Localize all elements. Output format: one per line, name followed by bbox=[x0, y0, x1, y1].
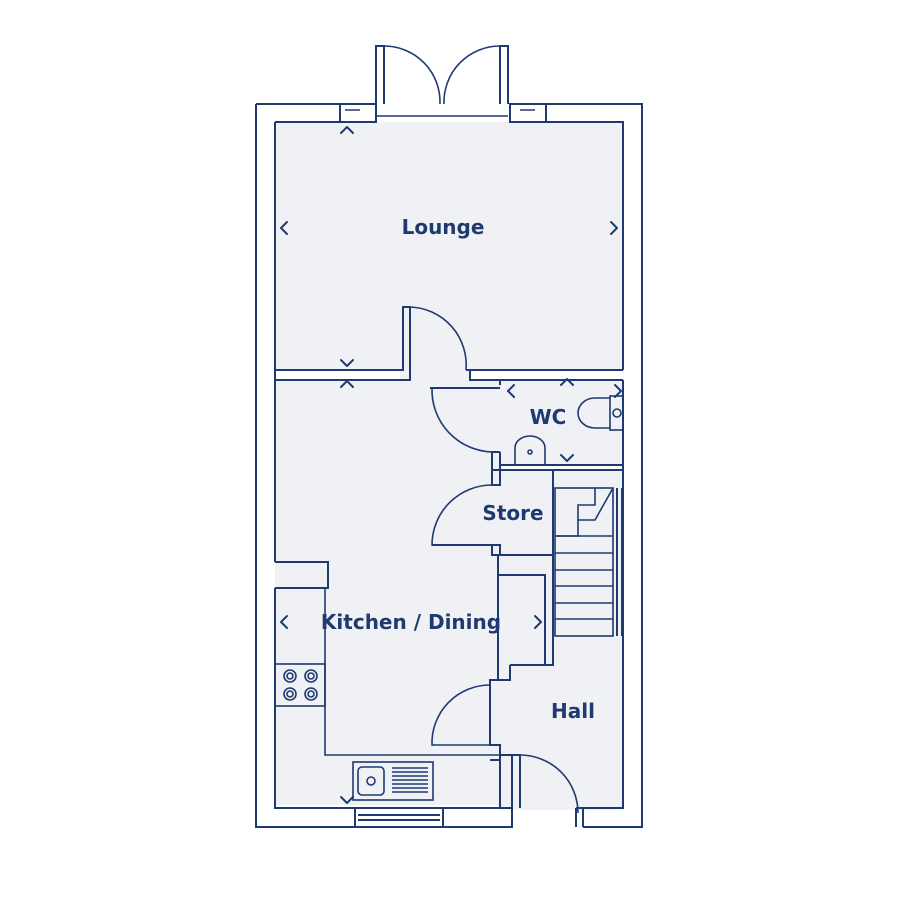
kitchen-floor bbox=[275, 380, 500, 805]
front-window bbox=[354, 807, 444, 828]
hob-ring-1 bbox=[283, 669, 297, 683]
stair-outline bbox=[554, 487, 614, 637]
lounge-door-gap-floor bbox=[400, 365, 470, 385]
hob-ring-3b bbox=[286, 690, 294, 698]
hob-ring-3 bbox=[283, 687, 297, 701]
wc-floor bbox=[500, 380, 623, 465]
hob-ring-4b bbox=[307, 690, 315, 698]
floor-areas bbox=[275, 122, 623, 810]
hall-side-wall bbox=[545, 555, 554, 666]
marker-lounge-bottom bbox=[340, 359, 354, 367]
marker-lounge-right bbox=[610, 221, 618, 235]
lounge-floor bbox=[275, 122, 623, 370]
marker-wc-left bbox=[507, 384, 515, 398]
room-label-wc: WC bbox=[529, 405, 567, 429]
outer-walls bbox=[255, 103, 643, 828]
patio-swing-right bbox=[443, 45, 501, 105]
hob-ring-2b bbox=[307, 672, 315, 680]
marker-lounge-top bbox=[340, 126, 354, 134]
partition-left bbox=[275, 306, 411, 381]
wc-toilet-flush bbox=[612, 408, 622, 418]
patio-doors bbox=[339, 45, 547, 123]
wc-room bbox=[430, 380, 624, 471]
room-label-kitchen-dining: Kitchen / Dining bbox=[320, 610, 502, 634]
sink-outer bbox=[352, 761, 434, 801]
partition-right bbox=[466, 369, 623, 381]
marker-kitchen-top bbox=[340, 380, 354, 388]
kitchen-door-swing bbox=[431, 684, 491, 746]
patio-post-right bbox=[509, 103, 547, 123]
marker-wc-right bbox=[614, 384, 622, 398]
kitchen-units bbox=[274, 587, 500, 801]
room-label-store: Store bbox=[482, 501, 544, 525]
front-door bbox=[512, 754, 584, 827]
hob-ring-1b bbox=[286, 672, 294, 680]
wc-toilet-bowl bbox=[577, 397, 610, 429]
room-label-hall: Hall bbox=[551, 699, 595, 723]
window-frame bbox=[354, 807, 444, 828]
marker-kitchen-right bbox=[534, 615, 542, 629]
marker-kitchen-bottom bbox=[340, 796, 354, 804]
patio-post-left bbox=[339, 103, 377, 123]
patio-leaf-right bbox=[499, 45, 509, 104]
room-label-lounge: Lounge bbox=[401, 215, 485, 239]
sink-drain bbox=[366, 776, 376, 786]
left-wall bbox=[255, 103, 355, 828]
marker-wc-top bbox=[560, 378, 574, 386]
marker-wc-bottom bbox=[560, 454, 574, 462]
patio-leaf-left bbox=[375, 45, 385, 104]
marker-kitchen-left bbox=[280, 615, 288, 629]
dimension-markers bbox=[280, 126, 622, 804]
hall-floor bbox=[500, 470, 623, 810]
wc-door-swing bbox=[431, 387, 493, 453]
top-wall bbox=[275, 103, 643, 828]
patio-swing-left bbox=[383, 45, 441, 105]
hob-ring-2 bbox=[304, 669, 318, 683]
sink-drainer bbox=[392, 767, 428, 793]
wc-basin bbox=[514, 435, 546, 465]
hob-box bbox=[274, 663, 326, 707]
store-door-swing bbox=[431, 484, 493, 546]
wc-basin-tap bbox=[527, 449, 533, 455]
lounge-door-swing bbox=[409, 306, 468, 371]
marker-lounge-left bbox=[280, 221, 288, 235]
stair-winders bbox=[555, 487, 614, 537]
sink-bowl bbox=[357, 766, 385, 796]
partition-upper bbox=[497, 555, 546, 681]
kitchen-door-stub bbox=[489, 679, 501, 761]
stair-treads bbox=[555, 535, 613, 620]
front-door-swing bbox=[519, 754, 579, 814]
stair-handrail bbox=[616, 488, 623, 636]
front-door-stop bbox=[575, 807, 584, 827]
wc-left-wall bbox=[491, 380, 624, 471]
hob-ring-4 bbox=[304, 687, 318, 701]
lounge-partition bbox=[275, 306, 623, 381]
kitchen-hall-partition bbox=[431, 555, 554, 761]
stairs bbox=[554, 487, 623, 637]
